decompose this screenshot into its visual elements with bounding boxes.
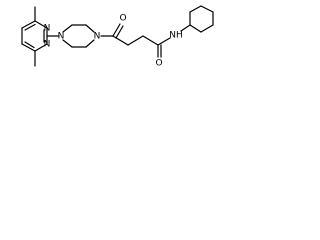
structure-svg: N N N N O NH O bbox=[21, 5, 214, 69]
piperazine-ring bbox=[62, 24, 95, 48]
bond-ring-d bbox=[34, 43, 48, 52]
bond-nh-cyclohexyl bbox=[180, 24, 191, 32]
cyclohexane-ring bbox=[189, 5, 214, 33]
bond-cy-f bbox=[189, 24, 202, 33]
bond-chain-2 bbox=[127, 35, 144, 46]
atom-nh-amide: NH bbox=[169, 31, 183, 41]
atom-o-amide-bottom: O bbox=[155, 59, 162, 69]
bond-ring-double-3 bbox=[24, 41, 35, 49]
bond-c-nh bbox=[157, 37, 171, 46]
bond-chain-1 bbox=[112, 35, 129, 46]
bond-chain-3 bbox=[142, 35, 159, 46]
bond-pip-c bbox=[85, 24, 95, 33]
bond-ring-e bbox=[21, 43, 36, 52]
bond-cy-b bbox=[189, 5, 202, 13]
atom-n-piperazine-right: N bbox=[94, 32, 101, 42]
bond-pip-d bbox=[85, 39, 95, 48]
atom-o-carbonyl-top: O bbox=[119, 14, 126, 24]
bond-ring-double-1 bbox=[24, 23, 36, 31]
atom-n-pyrimidine-bottom: N bbox=[44, 40, 51, 50]
bond-pip-a bbox=[62, 24, 73, 33]
atom-n-piperazine-left: N bbox=[58, 32, 65, 42]
bond-ring-a bbox=[21, 20, 36, 29]
bond-ring-b bbox=[34, 20, 48, 29]
pyrimidine-ring bbox=[21, 20, 48, 52]
atom-n-pyrimidine-top: N bbox=[44, 24, 51, 34]
molecule-diagram: N N N N O NH O bbox=[0, 0, 225, 94]
bond-cy-c bbox=[200, 5, 214, 13]
bond-co-top-1 bbox=[112, 23, 121, 37]
bond-co-top-2 bbox=[115, 25, 124, 39]
bond-pip-f bbox=[62, 39, 73, 48]
bond-cy-e bbox=[200, 24, 214, 33]
